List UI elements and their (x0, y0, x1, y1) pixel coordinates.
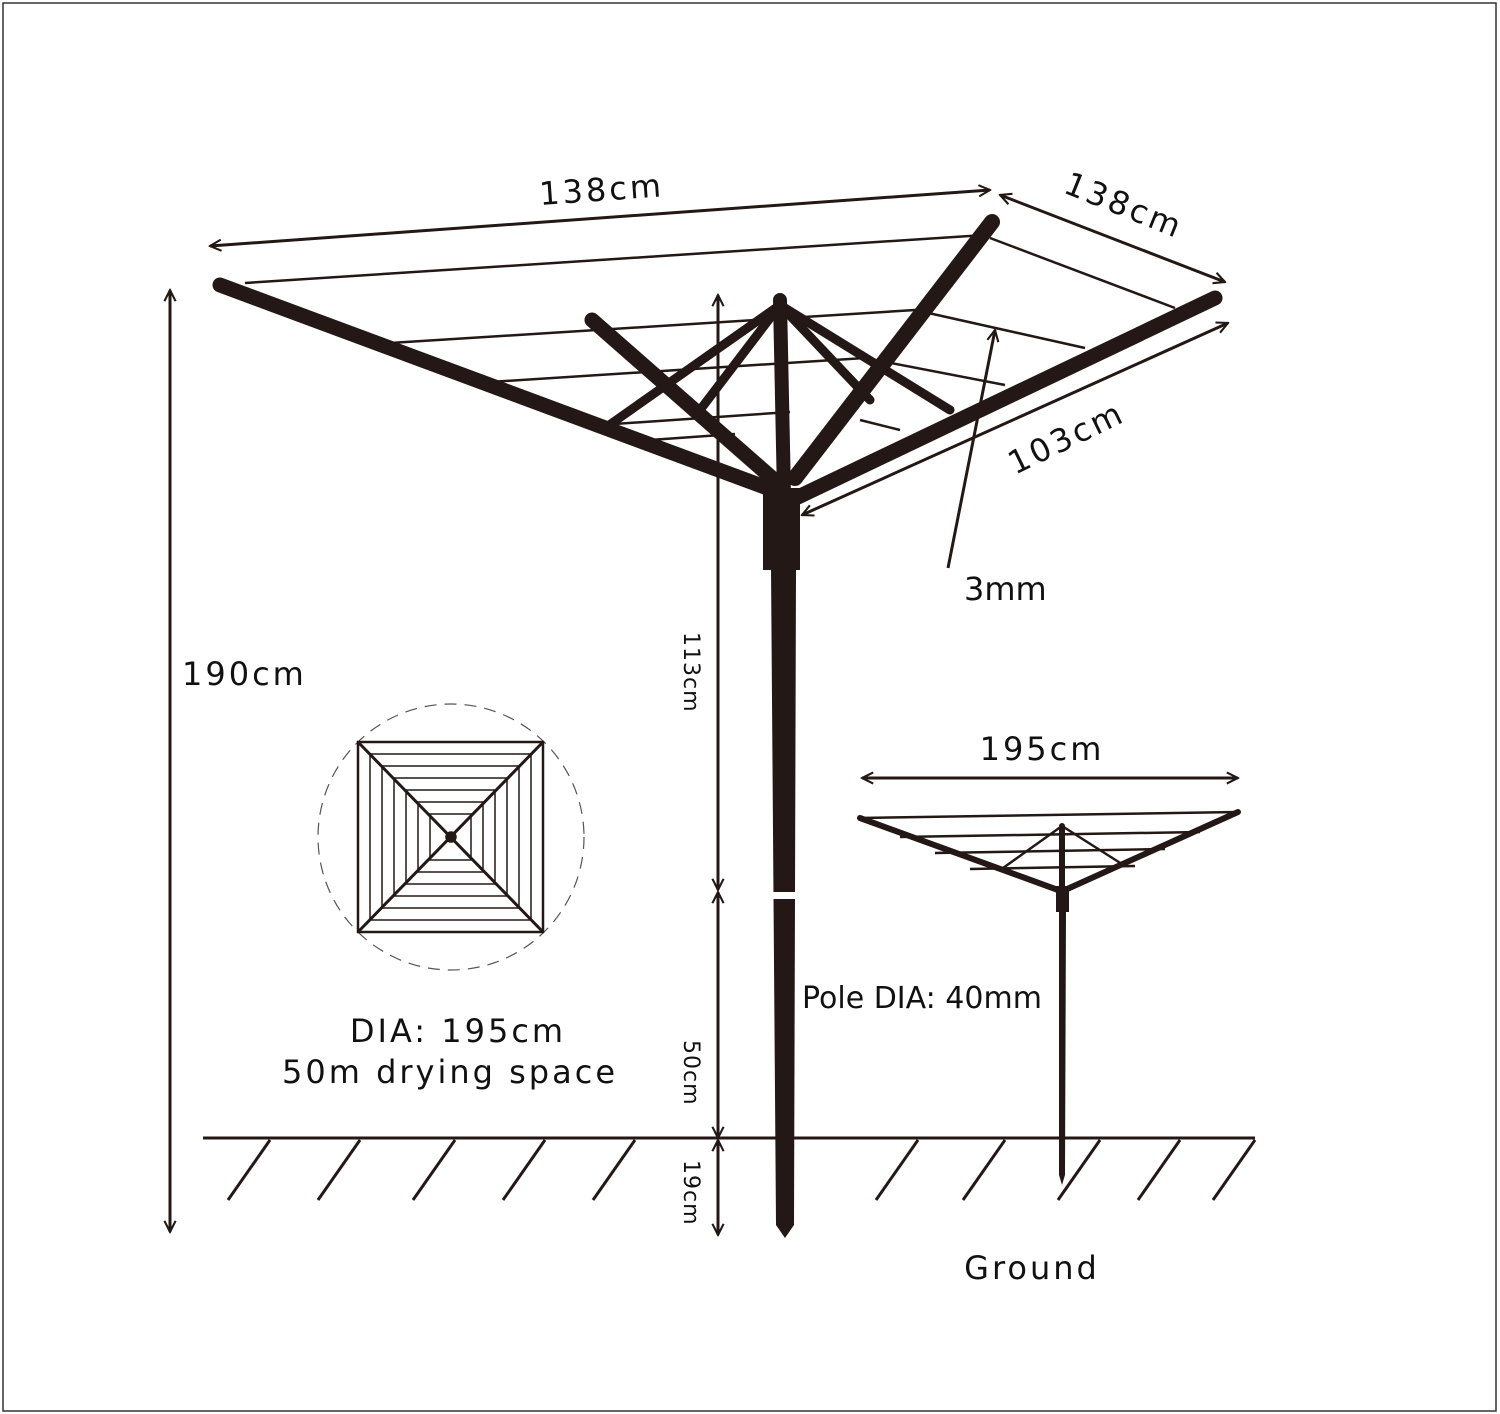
pole-joint-gap (768, 892, 798, 899)
label-arm-length: 103cm (1002, 393, 1131, 482)
dimension-arrows (170, 190, 1238, 1235)
pole (771, 568, 796, 1238)
label-folded-width: 195cm (980, 730, 1105, 768)
label-ground: Ground (964, 1249, 1100, 1287)
label-width-top: 138cm (538, 166, 665, 213)
label-lower-height: 50cm (678, 1040, 703, 1106)
top-view-diagram (317, 703, 585, 971)
label-drying-space: 50m drying space (282, 1053, 618, 1091)
label-width-side: 138cm (1059, 164, 1189, 246)
hub (763, 488, 800, 570)
ground-line (203, 1136, 1257, 1201)
label-ground-depth: 19cm (678, 1160, 703, 1226)
rotary-dryer-small (857, 809, 1241, 1185)
label-pole-diameter: Pole DIA: 40mm (802, 981, 1042, 1016)
label-total-height: 190cm (182, 655, 307, 693)
label-diameter: DIA: 195cm (350, 1012, 566, 1050)
label-line-thickness: 3mm (964, 570, 1047, 608)
label-upper-height: 113cm (678, 632, 703, 713)
